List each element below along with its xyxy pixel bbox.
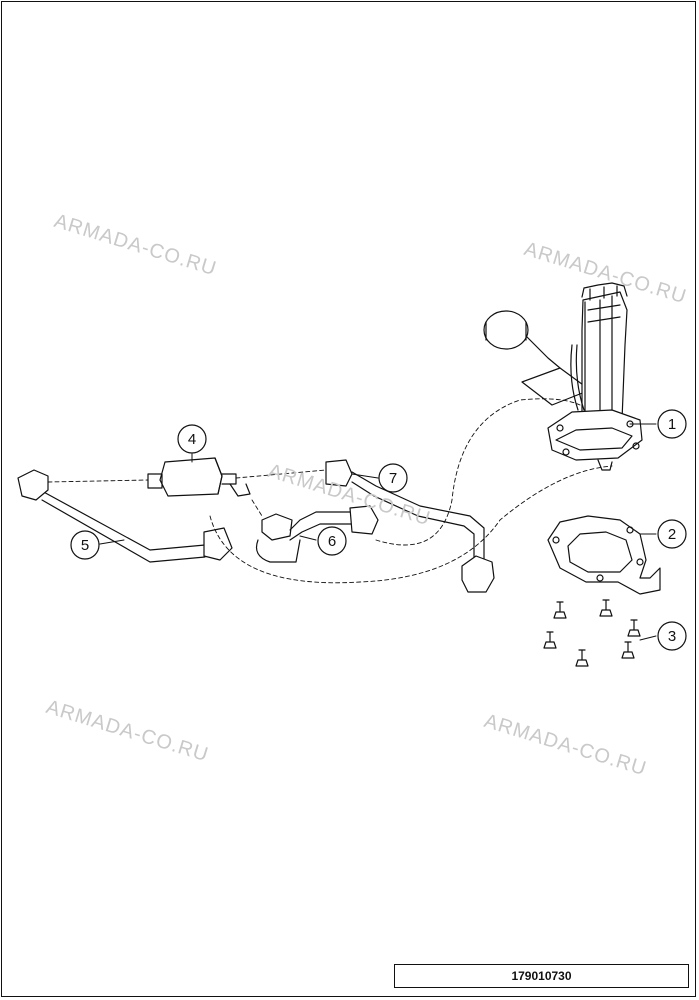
- connection-lines: [47, 398, 613, 584]
- fuel-hose-6: [255, 505, 379, 563]
- callout-2: 2: [657, 519, 687, 549]
- callout-3: 3: [657, 621, 687, 651]
- flange-screws: [543, 599, 641, 667]
- fuel-hose-5: [17, 469, 233, 563]
- flange-gasket: [547, 515, 661, 595]
- callout-leaders: [99, 423, 657, 641]
- svg-text:5: 5: [81, 537, 89, 554]
- part-number-label: 179010730: [394, 964, 689, 988]
- callout-6: 6: [317, 526, 347, 556]
- callout-1: 1: [657, 409, 687, 439]
- svg-text:2: 2: [668, 526, 676, 543]
- svg-text:3: 3: [668, 628, 676, 645]
- fuel-hose-7: [325, 459, 495, 593]
- callout-7: 7: [378, 463, 408, 493]
- svg-text:6: 6: [328, 533, 336, 550]
- callout-markers: 1 2 3 4 5 6 7: [70, 409, 687, 651]
- svg-text:1: 1: [668, 416, 676, 433]
- svg-text:7: 7: [389, 470, 397, 487]
- svg-text:4: 4: [188, 431, 196, 448]
- fuel-filter: [147, 457, 251, 497]
- fuel-pump-assembly: [483, 282, 643, 471]
- callout-5: 5: [70, 530, 100, 560]
- callout-4: 4: [177, 424, 207, 454]
